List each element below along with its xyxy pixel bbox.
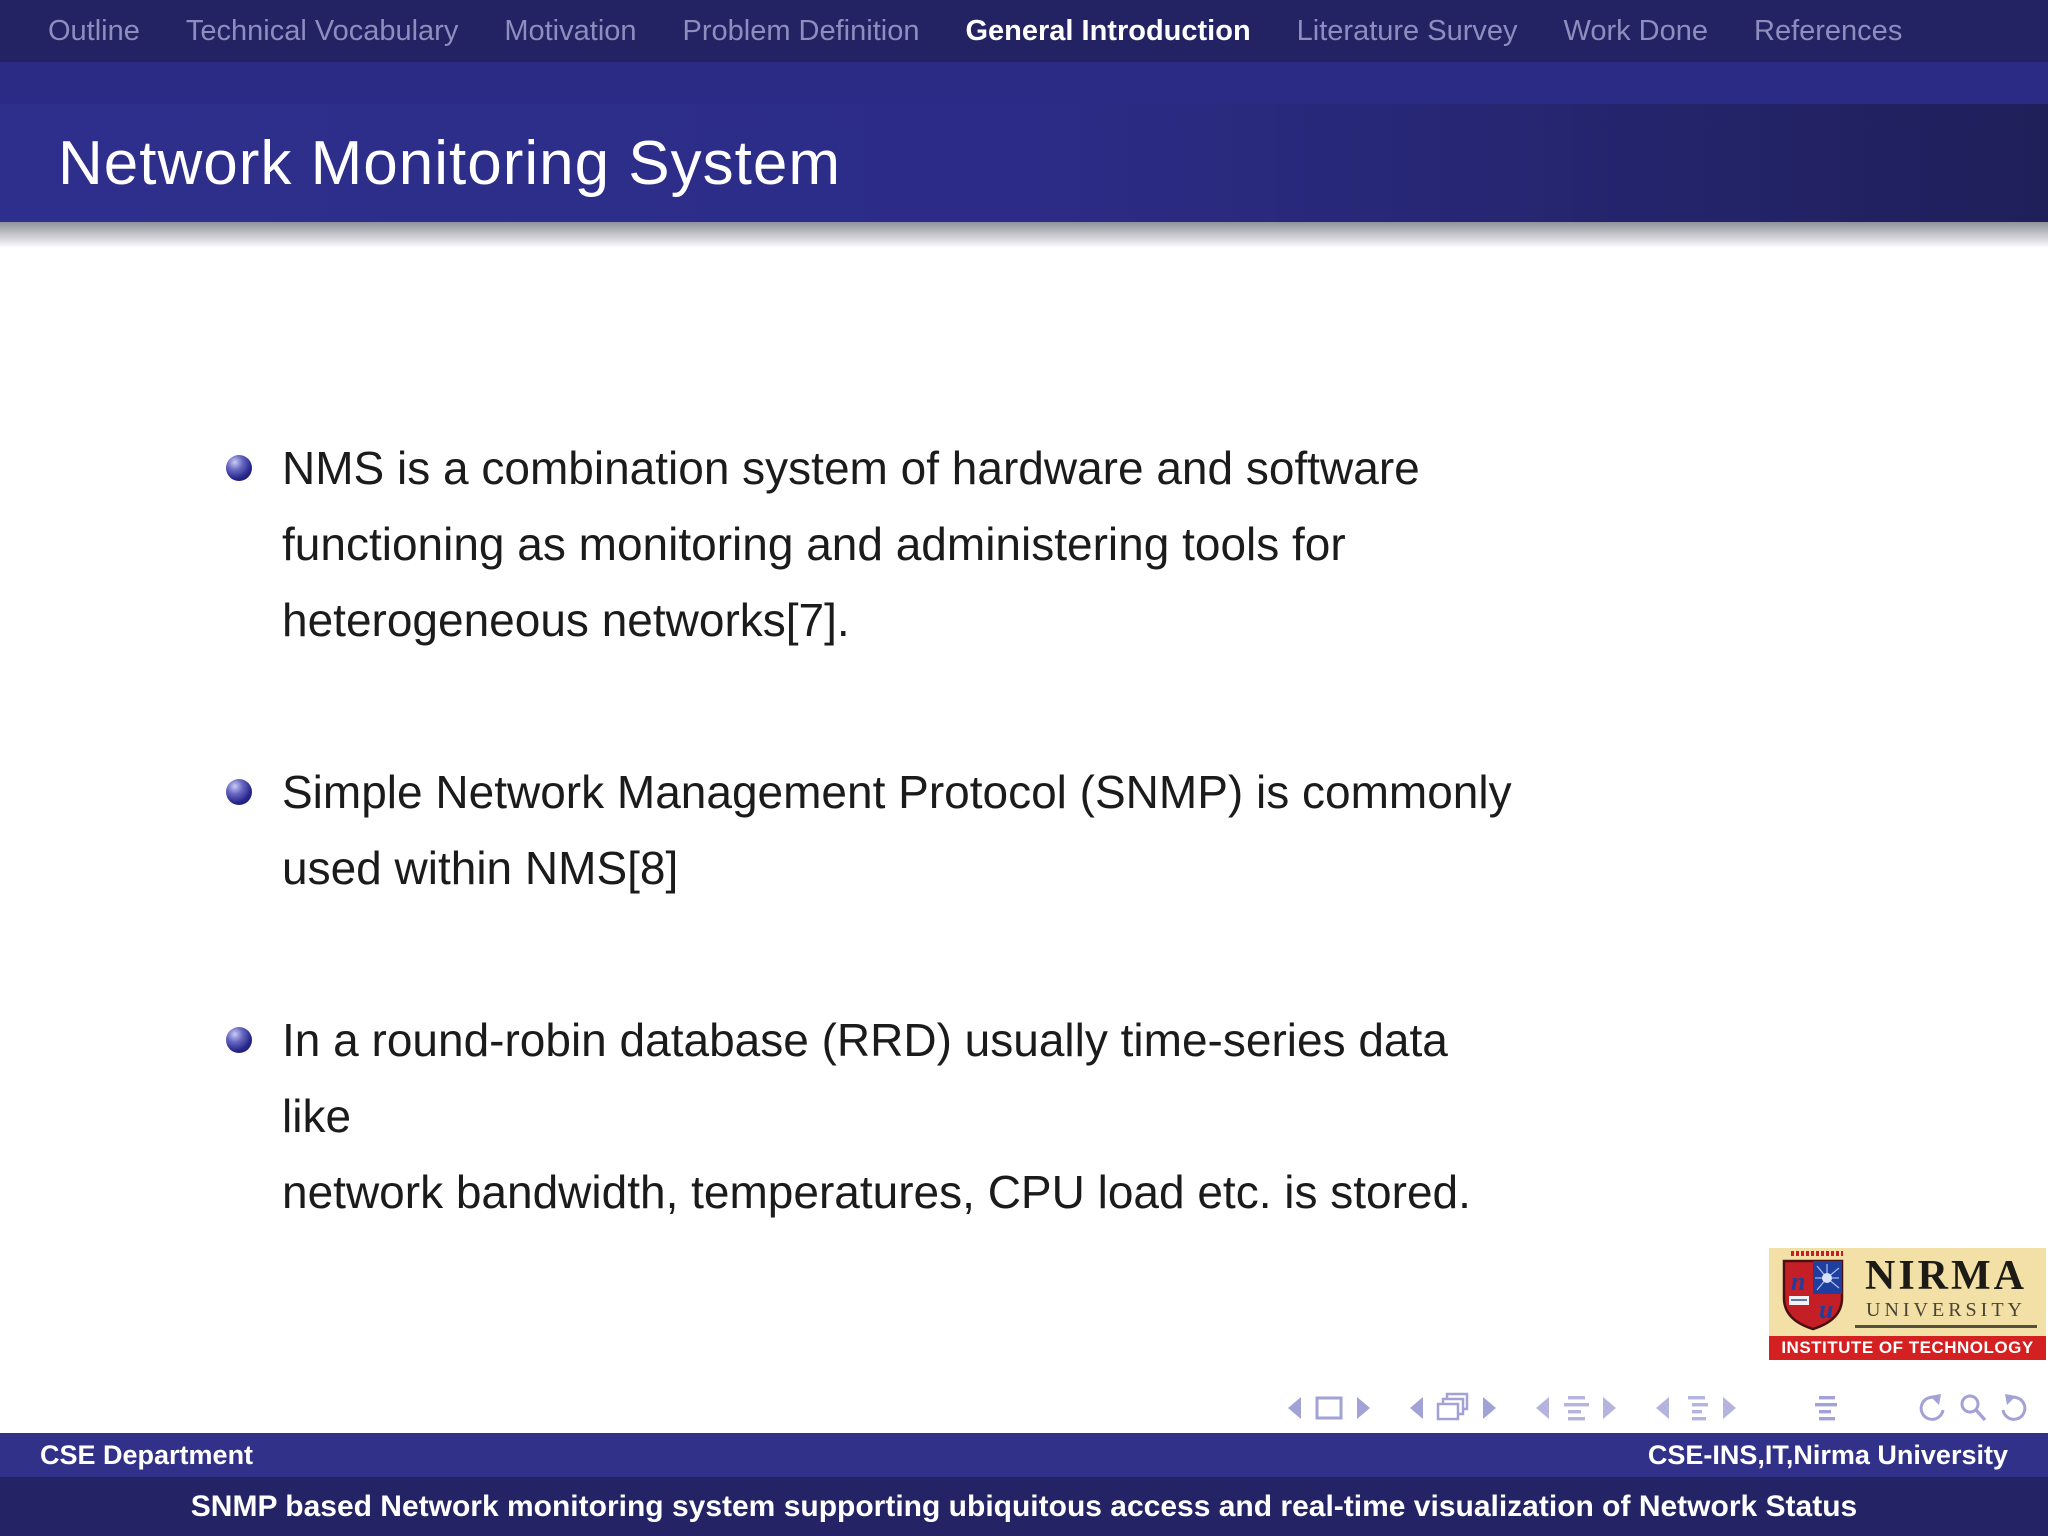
university-logo: n u NIRMA UNIVERSITY INSTITUTE OF TECHNO… bbox=[1769, 1248, 2046, 1360]
nav-item-literature-survey[interactable]: Literature Survey bbox=[1296, 14, 1518, 47]
footer-department: CSE Department bbox=[40, 1439, 254, 1470]
list-item: In a round-robin database (RRD) usually … bbox=[226, 1002, 1516, 1230]
nav-next-slide-icon[interactable] bbox=[1355, 1395, 1373, 1421]
nav-prev-subsection-icon[interactable] bbox=[1653, 1395, 1671, 1421]
nav-section-icon[interactable] bbox=[1561, 1393, 1591, 1423]
nav-subsection-icon[interactable] bbox=[1681, 1393, 1711, 1423]
bullet-line: used within NMS[8] bbox=[282, 842, 679, 894]
logo-institute-banner: INSTITUTE OF TECHNOLOGY bbox=[1769, 1336, 2046, 1360]
shield-letter-u: u bbox=[1819, 1295, 1833, 1324]
footer-author-bar: CSE Department CSE-INS,IT,Nirma Universi… bbox=[0, 1433, 2048, 1477]
bullet-line: heterogeneous networks[7]. bbox=[282, 594, 850, 646]
nav-item-work-done[interactable]: Work Done bbox=[1563, 14, 1709, 47]
shield-script-decoration bbox=[1791, 1251, 1843, 1256]
bullet-list: NMS is a combination system of hardware … bbox=[226, 430, 1516, 1326]
bullet-line: In a round-robin database (RRD) usually … bbox=[282, 1014, 1448, 1142]
section-navigation-bar: Outline Technical Vocabulary Motivation … bbox=[0, 0, 2048, 62]
shield-letter-n: n bbox=[1791, 1267, 1805, 1296]
footer-institute: CSE-INS,IT,Nirma University bbox=[1647, 1439, 2008, 1470]
bullet-ball-icon bbox=[226, 455, 252, 481]
nav-forward-icon[interactable] bbox=[1999, 1392, 2033, 1424]
list-item: Simple Network Management Protocol (SNMP… bbox=[226, 754, 1516, 906]
beamer-navigation-bar bbox=[1280, 1388, 2038, 1428]
bullet-line: Simple Network Management Protocol (SNMP… bbox=[282, 766, 1512, 818]
bullet-ball-icon bbox=[226, 779, 252, 805]
nav-item-motivation[interactable]: Motivation bbox=[504, 14, 637, 47]
nav-slide-icon[interactable] bbox=[1313, 1395, 1345, 1421]
list-item: NMS is a combination system of hardware … bbox=[226, 430, 1516, 658]
footer-title-bar: SNMP based Network monitoring system sup… bbox=[0, 1477, 2048, 1536]
nav-appendix-icon[interactable] bbox=[1811, 1393, 1841, 1423]
bullet-line: functioning as monitoring and administer… bbox=[282, 518, 1346, 570]
nav-next-frame-icon[interactable] bbox=[1481, 1395, 1499, 1421]
nav-prev-frame-icon[interactable] bbox=[1407, 1395, 1425, 1421]
nav-item-outline[interactable]: Outline bbox=[48, 14, 140, 47]
nav-next-subsection-icon[interactable] bbox=[1721, 1395, 1739, 1421]
logo-subname: UNIVERSITY bbox=[1855, 1298, 2037, 1328]
nav-item-references[interactable]: References bbox=[1754, 14, 1903, 47]
page-title: Network Monitoring System bbox=[58, 128, 842, 198]
nav-back-icon[interactable] bbox=[1913, 1392, 1947, 1424]
bullet-line: NMS is a combination system of hardware … bbox=[282, 442, 1420, 494]
nav-next-section-icon[interactable] bbox=[1601, 1395, 1619, 1421]
subsection-strip bbox=[0, 62, 2048, 104]
university-shield-icon: n u bbox=[1782, 1259, 1844, 1331]
bullet-ball-icon bbox=[226, 1027, 252, 1053]
nav-prev-section-icon[interactable] bbox=[1533, 1395, 1551, 1421]
nav-item-problem-definition[interactable]: Problem Definition bbox=[682, 14, 920, 47]
logo-background: n u NIRMA UNIVERSITY bbox=[1769, 1248, 2046, 1336]
title-shadow bbox=[0, 222, 2048, 248]
nav-frames-icon[interactable] bbox=[1435, 1392, 1471, 1424]
nav-prev-slide-icon[interactable] bbox=[1285, 1395, 1303, 1421]
footer-presentation-title: SNMP based Network monitoring system sup… bbox=[190, 1489, 1858, 1523]
nav-search-icon[interactable] bbox=[1957, 1392, 1989, 1424]
frame-title-band: Network Monitoring System bbox=[0, 104, 2048, 222]
logo-name: NIRMA bbox=[1865, 1253, 2027, 1299]
nav-item-technical-vocabulary[interactable]: Technical Vocabulary bbox=[185, 14, 459, 47]
nav-item-general-introduction[interactable]: General Introduction bbox=[965, 14, 1251, 47]
bullet-line: network bandwidth, temperatures, CPU loa… bbox=[282, 1166, 1471, 1218]
